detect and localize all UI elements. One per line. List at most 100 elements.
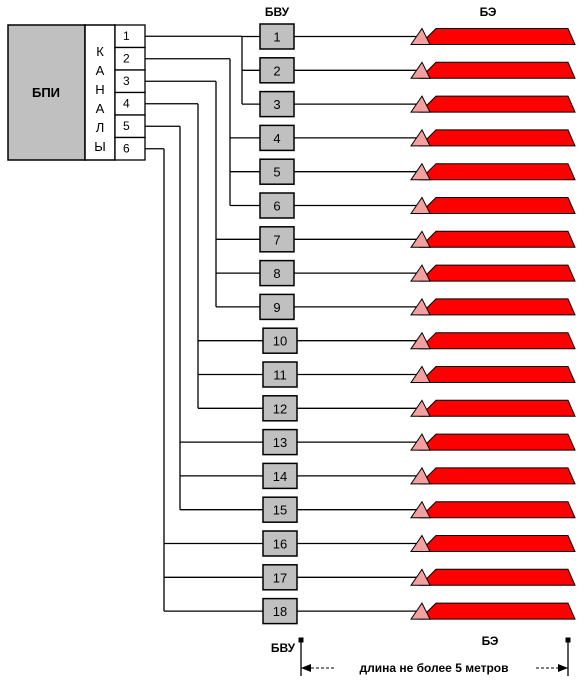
bvu-unit-box [262, 327, 298, 354]
emitter-column [410, 27, 576, 620]
channel-number: 2 [123, 52, 130, 66]
bvu-unit-number: 17 [273, 570, 287, 585]
channels-label-letter: Л [96, 120, 105, 135]
emitter-tip [410, 568, 431, 586]
bvu-unit-number: 9 [273, 300, 280, 315]
emitter-body [418, 163, 576, 181]
be-header-bottom: БЭ [482, 634, 499, 648]
bvu-unit-number: 12 [273, 401, 287, 416]
emitter-body [418, 28, 576, 45]
bvu-unit-box [262, 395, 298, 422]
channel-number: 4 [123, 97, 130, 111]
channel-number-column: 1 2 3 4 5 6 [114, 24, 146, 161]
bvu-unit-number: 10 [273, 334, 287, 349]
emitter-tip [410, 534, 431, 552]
channels-label-letter: Ы [94, 139, 106, 154]
emitter-tip [410, 162, 431, 181]
bvu-unit-box [262, 496, 298, 523]
length-note: длина не более 5 метров [359, 661, 508, 675]
bvu-unit-number: 5 [273, 165, 280, 180]
channel-box [114, 69, 146, 94]
bvu-unit-box [262, 564, 298, 591]
bvu-header-bottom: БВУ [271, 641, 296, 655]
emitter-tip [410, 466, 431, 485]
channel-number: 5 [123, 119, 130, 133]
bvu-unit-number: 16 [273, 537, 287, 552]
channels-label-letter: К [96, 44, 104, 59]
bvu-unit-box [262, 462, 298, 490]
emitter-tip [410, 331, 431, 350]
bvu-unit-box [262, 530, 298, 557]
bvu-unit-number: 15 [273, 503, 287, 518]
bvu-unit-box [262, 428, 298, 456]
emitter-tip [410, 500, 431, 519]
emitter-body [418, 264, 576, 282]
channels-label-letter: Н [95, 82, 104, 97]
emitter-body [418, 535, 576, 552]
bvu-header-top: БВУ [265, 5, 290, 19]
emitter-tip [410, 297, 431, 316]
length-note-bg [334, 659, 534, 675]
emitter-tip [410, 128, 431, 147]
emitter-body [418, 467, 576, 485]
bvu-unit-box [259, 90, 295, 118]
channels-label-letter: А [96, 101, 105, 116]
bvu-unit-box [259, 23, 295, 50]
emitter-body [418, 298, 576, 316]
bvu-unit-number: 13 [273, 435, 287, 450]
emitter-tip [410, 365, 431, 383]
bvu-unit-number: 3 [273, 97, 280, 112]
control-unit-label: БПИ [32, 85, 60, 100]
emitter-body [418, 332, 576, 350]
bvu-unit-box [259, 293, 295, 321]
bvu-unit-box [262, 597, 298, 625]
control-unit-box [7, 24, 86, 161]
emitter-body [418, 61, 576, 79]
emitter-body [418, 433, 576, 451]
bvu-unit-box [259, 158, 295, 185]
be-header-top: БЭ [480, 5, 497, 19]
channel-box [114, 24, 146, 49]
bvu-unit-number: 8 [273, 266, 280, 281]
emitter-body [418, 501, 576, 519]
bvu-unit-number: 4 [273, 131, 280, 146]
bvu-unit-number: 14 [273, 469, 287, 484]
bvu-unit-number: 11 [273, 368, 287, 383]
bvu-unit-number: 2 [273, 63, 280, 78]
channel-number: 3 [123, 74, 130, 88]
emitter-body [418, 602, 576, 620]
emitter-body [418, 129, 576, 147]
emitter-body [418, 366, 576, 383]
bvu-unit-number: 1 [273, 30, 280, 45]
emitter-tip [410, 433, 431, 451]
channel-number: 6 [123, 142, 130, 156]
emitter-body [418, 95, 576, 113]
channel-box [114, 114, 146, 139]
emitter-tip [410, 61, 431, 79]
channels-label-box [84, 24, 116, 161]
channels-label-letter: А [96, 63, 105, 78]
bvu-unit-box [259, 226, 295, 253]
emitter-tip [410, 602, 431, 620]
bvu-unit-number: 7 [273, 232, 280, 247]
bvu-unit-box [259, 192, 295, 219]
emitter-tip [410, 27, 431, 45]
emitter-tip [410, 264, 431, 282]
emitter-body [418, 568, 576, 586]
emitter-tip [410, 196, 431, 214]
channel-box [114, 136, 146, 161]
bvu-unit-box [262, 361, 298, 388]
channel-wiring [145, 35, 420, 612]
emitter-tip [410, 230, 431, 248]
channel-number: 1 [123, 29, 130, 43]
bvu-unit-number: 6 [273, 199, 280, 214]
emitter-body [418, 197, 576, 214]
channel-box [114, 46, 146, 71]
channel-box [114, 91, 146, 116]
bvu-unit-box [259, 57, 295, 84]
emitter-tip [410, 95, 431, 113]
bvu-unit-number: 18 [273, 604, 287, 619]
